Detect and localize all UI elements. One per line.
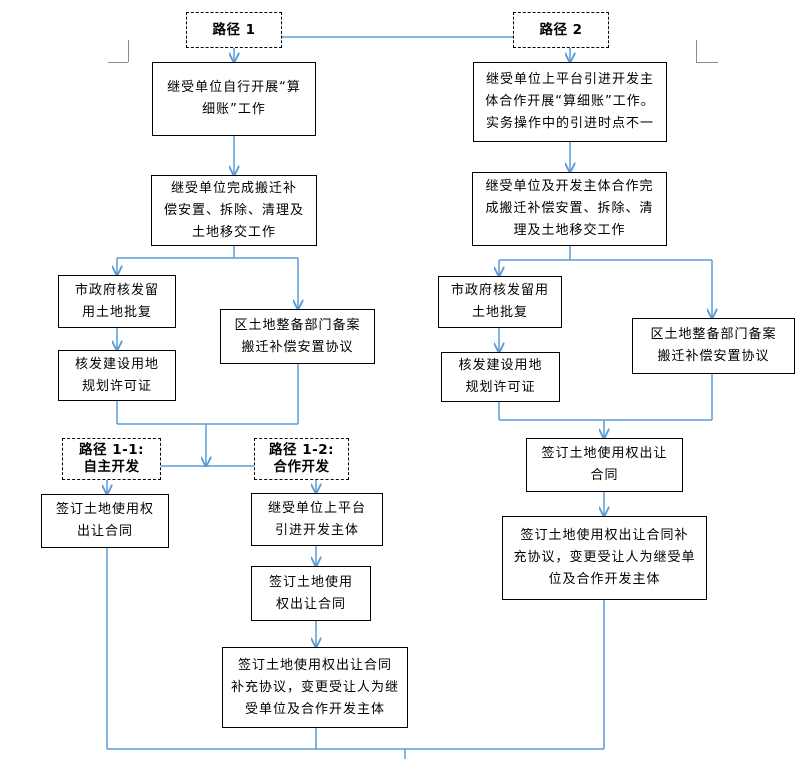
p1-calc-accounts-box: 继受单位自行开展“算 细账”工作 [152, 62, 316, 136]
p2-land-approval-box: 市政府核发留用 土地批复 [438, 276, 562, 328]
p1-record-agreement-box: 区土地整备部门备案 搬迁补偿安置协议 [220, 309, 375, 364]
p2-relocation-box: 继受单位及开发主体合作完 成搬迁补偿安置、拆除、清 理及土地移交工作 [472, 172, 667, 246]
crop-mark-right [696, 40, 697, 62]
p1-land-approval-box: 市政府核发留 用土地批复 [58, 275, 176, 328]
p2-supplement-agreement-box: 签订土地使用权出让合同补 充协议，变更受让人为继受单 位及合作开发主体 [502, 516, 707, 600]
p2-record-agreement-box: 区土地整备部门备案 搬迁补偿安置协议 [632, 318, 795, 374]
p1-planning-permit-box: 核发建设用地 规划许可证 [58, 350, 176, 401]
crop-mark-right-h [696, 62, 718, 63]
path1-2-header: 路径 1-2: 合作开发 [254, 438, 349, 480]
path2-header: 路径 2 [513, 12, 609, 48]
path1-header: 路径 1 [186, 12, 282, 48]
p11-land-contract-box: 签订土地使用权 出让合同 [41, 494, 169, 548]
p2-planning-permit-box: 核发建设用地 规划许可证 [441, 352, 560, 402]
p2-calc-accounts-box: 继受单位上平台引进开发主 体合作开展“算细账”工作。 实务操作中的引进时点不一 [473, 62, 667, 142]
crop-mark-left-h [108, 62, 128, 63]
p2-land-contract-box: 签订土地使用权出让 合同 [526, 438, 683, 492]
p12-introduce-developer-box: 继受单位上平台 引进开发主体 [251, 493, 383, 546]
p12-supplement-agreement-box: 签订土地使用权出让合同 补充协议，变更受让人为继 受单位及合作开发主体 [222, 647, 408, 728]
p12-land-contract-box: 签订土地使用 权出让合同 [251, 566, 371, 621]
path1-1-header: 路径 1-1: 自主开发 [62, 438, 161, 480]
crop-mark-left [108, 40, 129, 62]
p1-relocation-box: 继受单位完成搬迁补 偿安置、拆除、清理及 土地移交工作 [151, 175, 317, 246]
